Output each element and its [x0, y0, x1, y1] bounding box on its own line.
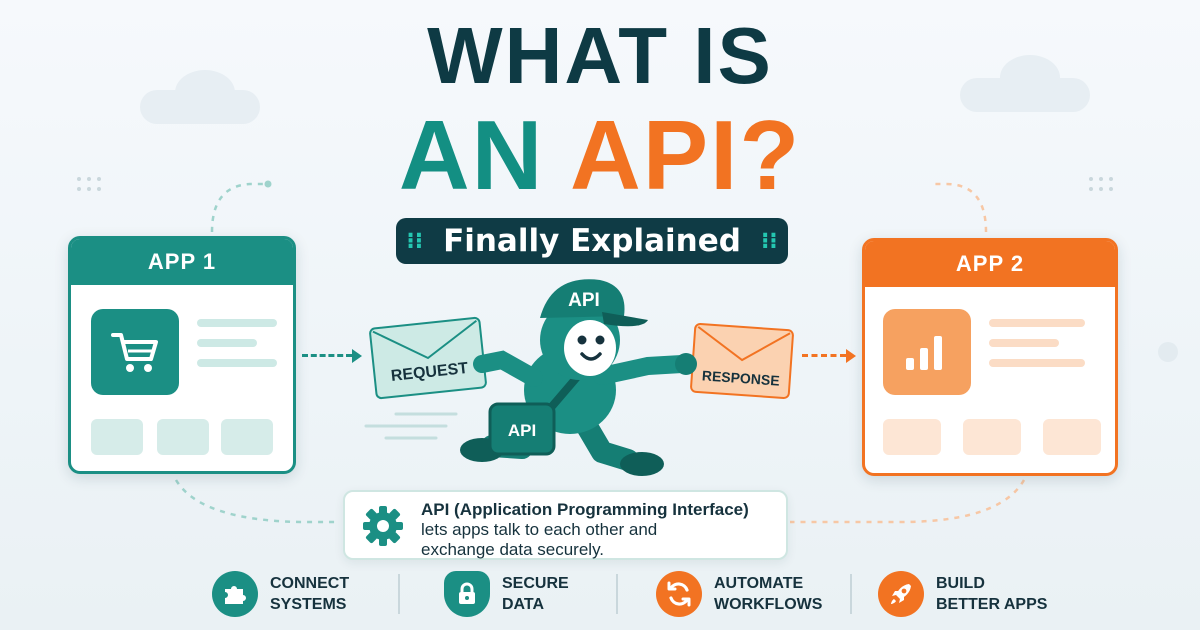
content-tile: [1043, 419, 1101, 455]
dot-grid-right: [1089, 177, 1113, 191]
content-line: [197, 319, 277, 327]
content-line: [197, 339, 257, 347]
api-definition-box: API (Application Programming Interface) …: [343, 490, 788, 560]
feature-line-2: SYSTEMS: [270, 596, 347, 613]
api-definition-text: API (Application Programming Interface) …: [421, 500, 749, 560]
feature-secure-data: SECURE DATA: [444, 566, 569, 622]
content-tile: [963, 419, 1021, 455]
content-line: [989, 339, 1059, 347]
content-tile: [883, 419, 941, 455]
shopping-cart-icon: [91, 309, 179, 395]
response-label: RESPONSE: [701, 367, 781, 389]
feature-line-1: CONNECT: [270, 575, 350, 592]
dot-grid-left: [77, 177, 101, 191]
subtitle-text: Finally Explained: [443, 223, 741, 259]
divider: [616, 574, 618, 614]
content-line: [989, 319, 1085, 327]
arrowhead-icon: [846, 349, 856, 363]
subtitle-banner: ⁝⁝ Finally Explained ⁝⁝: [396, 218, 788, 264]
definition-line-2: lets apps talk to each other and: [421, 520, 658, 539]
request-envelope: REQUEST: [368, 316, 488, 400]
speed-lines: [364, 412, 458, 440]
cap-label: API: [568, 290, 600, 311]
content-tile: [91, 419, 143, 455]
app-1-header: APP 1: [71, 239, 293, 285]
feature-automate-workflows: AUTOMATE WORKFLOWS: [656, 566, 822, 622]
feature-line-1: AUTOMATE: [714, 575, 804, 592]
title-an: AN: [398, 100, 570, 210]
bar-chart-icon: [883, 309, 971, 395]
divider: [850, 574, 852, 614]
cloud-left-top: [175, 70, 235, 115]
feature-line-2: BETTER APPS: [936, 596, 1048, 613]
definition-line-3: exchange data securely.: [421, 540, 605, 559]
refresh-icon: [656, 571, 702, 617]
rocket-icon: [878, 571, 924, 617]
arrow-app1-to-request: [302, 354, 352, 357]
content-line: [197, 359, 277, 367]
response-envelope: RESPONSE: [689, 322, 795, 400]
content-tile: [157, 419, 209, 455]
app-1-card: APP 1: [68, 236, 296, 474]
arrow-response-to-app2: [802, 354, 846, 357]
feature-line-2: WORKFLOWS: [714, 596, 823, 613]
title-api: API?: [569, 100, 802, 210]
app-2-header: APP 2: [865, 241, 1115, 287]
cloud-right-top: [1000, 55, 1060, 100]
divider: [398, 574, 400, 614]
content-line: [989, 359, 1085, 367]
envelope-flap-icon: [372, 319, 477, 360]
feature-line-1: SECURE: [502, 575, 569, 592]
app-2-card: APP 2: [862, 238, 1118, 476]
gear-icon: [363, 506, 403, 546]
puzzle-icon: [212, 571, 258, 617]
title-line-1: WHAT IS: [427, 11, 773, 100]
sparkle-left-icon: ⁝⁝: [406, 228, 424, 253]
content-tile: [221, 419, 273, 455]
arrowhead-icon: [352, 349, 362, 363]
feature-connect-systems: CONNECT SYSTEMS: [212, 566, 349, 622]
feature-line-2: DATA: [502, 596, 545, 613]
definition-line-1: API (Application Programming Interface): [421, 500, 749, 519]
sparkle-right-icon: ⁝⁝: [760, 228, 778, 253]
lock-shield-icon: [444, 571, 490, 617]
envelope-flap-icon: [697, 326, 791, 362]
feature-build-better-apps: BUILD BETTER APPS: [878, 566, 1047, 622]
api-mascot-illustration: API API: [460, 279, 697, 476]
feature-line-1: BUILD: [936, 575, 985, 592]
title-line-2: AN API?: [0, 103, 1200, 207]
bag-label: API: [508, 421, 536, 440]
